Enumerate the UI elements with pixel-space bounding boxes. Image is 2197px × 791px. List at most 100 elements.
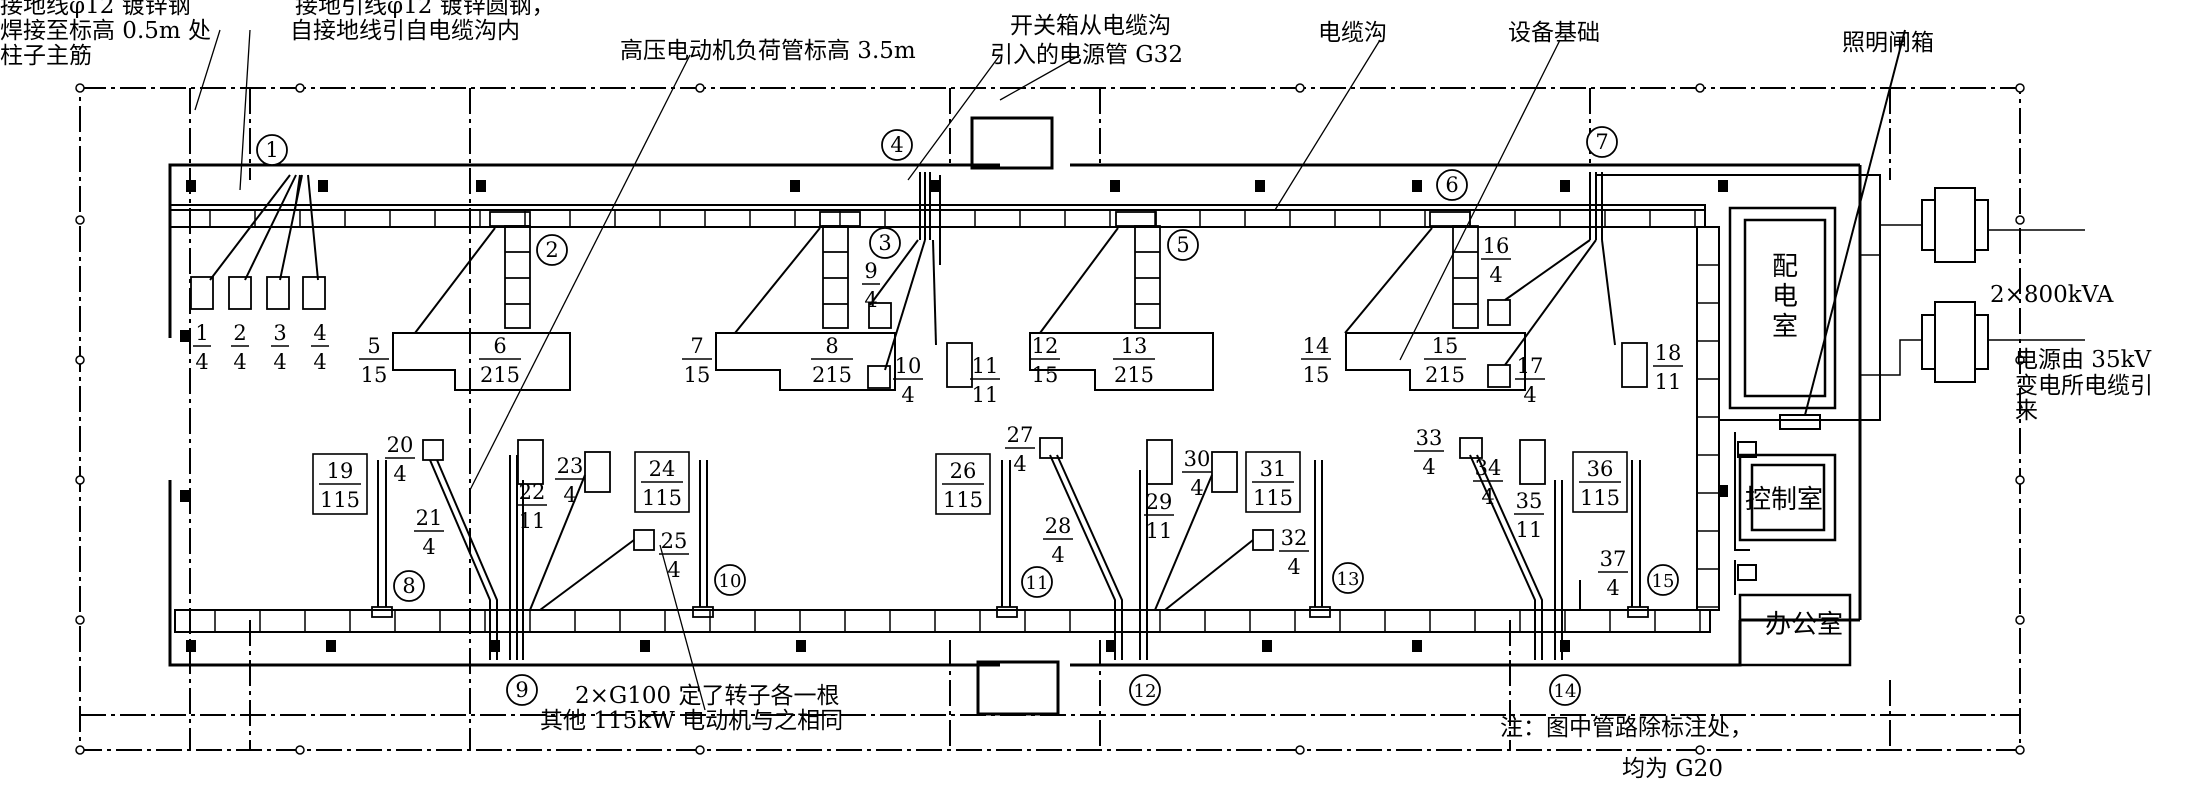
office xyxy=(1738,593,1852,667)
marker-15: 15 xyxy=(1647,564,1679,596)
cable-trench-top xyxy=(169,204,1706,228)
label-denominator: 4 xyxy=(195,350,208,374)
power-source-label-3: 来 xyxy=(2015,398,2038,424)
motor-label-33: 334 xyxy=(1414,426,1444,479)
power-source-label-2: 变电所电缆引 xyxy=(2015,373,2153,399)
marker-1: 1 xyxy=(256,134,288,166)
motor-label-10: 104 xyxy=(893,354,923,407)
marker-label: 1 xyxy=(265,138,278,162)
marker-3: 3 xyxy=(869,227,901,259)
marker-label: 2 xyxy=(545,238,558,262)
marker-label: 14 xyxy=(1554,681,1577,702)
label-denominator: 4 xyxy=(313,350,326,374)
distribution-room-label-2: 电 xyxy=(1772,282,1798,312)
motor-label-32: 324 xyxy=(1279,526,1309,579)
label-denominator: 15 xyxy=(1303,363,1330,387)
marker-8: 8 xyxy=(393,570,425,602)
marker-14: 14 xyxy=(1549,674,1581,706)
label-numerator: 15 xyxy=(1432,334,1459,358)
columns xyxy=(180,180,1728,652)
distribution-room-label-3: 室 xyxy=(1772,312,1798,342)
label-numerator: 8 xyxy=(825,334,838,358)
label-denominator: 215 xyxy=(812,363,852,387)
leader-lines xyxy=(194,29,1561,711)
cable-risers xyxy=(371,211,1649,618)
label-denominator: 4 xyxy=(1287,555,1300,579)
marker-4: 4 xyxy=(881,129,913,161)
marker-label: 11 xyxy=(1026,573,1049,594)
ground-rod-label-2: 焊接至标高 0.5m 处 xyxy=(0,18,211,44)
label-denominator: 4 xyxy=(1422,455,1435,479)
note-label-2: 均为 G20 xyxy=(1622,756,1723,782)
label-numerator: 7 xyxy=(690,334,703,358)
label-numerator: 18 xyxy=(1655,341,1682,365)
cable-trench-label: 电缆沟 xyxy=(1318,20,1387,46)
marker-label: 6 xyxy=(1445,173,1458,197)
label-denominator: 4 xyxy=(393,462,406,486)
label-numerator: 3 xyxy=(273,321,286,345)
label-denominator: 4 xyxy=(233,350,246,374)
label-numerator: 27 xyxy=(1007,423,1034,447)
cable-trench-bottom-cells xyxy=(214,610,1701,632)
label-numerator: 29 xyxy=(1146,490,1173,514)
ground-rod-label-1: 接地线φ12 镀锌钢 xyxy=(0,0,191,19)
label-numerator: 10 xyxy=(895,354,922,378)
motor-labels: 1424344451562157158215941041111121513215… xyxy=(193,234,1683,600)
label-denominator: 15 xyxy=(1032,363,1059,387)
label-denominator: 11 xyxy=(1655,370,1682,394)
switchbox-label-1: 开关箱从电缆沟 xyxy=(1010,13,1171,39)
label-denominator: 215 xyxy=(480,363,520,387)
label-denominator: 215 xyxy=(1114,363,1154,387)
label-numerator: 2 xyxy=(233,321,246,345)
transformer-label: 2×800kVA xyxy=(1990,282,2114,308)
label-numerator: 25 xyxy=(661,529,688,553)
motor-label-1: 14 xyxy=(193,321,211,374)
label-denominator: 115 xyxy=(642,486,682,510)
label-numerator: 13 xyxy=(1121,334,1148,358)
ground-rod-label-3: 柱子主筋 xyxy=(0,43,92,69)
marker-13: 13 xyxy=(1332,562,1364,594)
marker-2: 2 xyxy=(536,234,568,266)
distribution-room xyxy=(1728,206,1837,410)
ground-nodes xyxy=(75,83,2025,755)
ground-lead-label-2: 自接地线引自电缆沟内 xyxy=(290,18,520,44)
label-denominator: 11 xyxy=(1516,518,1543,542)
marker-label: 15 xyxy=(1652,571,1675,592)
building-walls xyxy=(168,116,1862,716)
motor-label-37: 374 xyxy=(1598,547,1628,600)
label-numerator: 16 xyxy=(1483,234,1510,258)
label-denominator: 215 xyxy=(1425,363,1465,387)
label-numerator: 20 xyxy=(387,433,414,457)
hv-motor-pipe-label: 高压电动机负荷管标高 3.5m xyxy=(620,38,916,64)
marker-label: 4 xyxy=(890,133,903,157)
ground-lead-label-1: 接地引线φ12 镀锌圆钢， xyxy=(295,0,555,19)
label-denominator: 115 xyxy=(943,488,983,512)
label-numerator: 19 xyxy=(327,459,354,483)
distribution-room-label-1: 配 xyxy=(1772,252,1798,282)
motor-label-4: 44 xyxy=(311,321,329,374)
label-numerator: 22 xyxy=(519,480,546,504)
label-numerator: 30 xyxy=(1184,447,1211,471)
marker-label: 10 xyxy=(719,571,742,592)
label-denominator: 11 xyxy=(1146,519,1173,543)
transformer-1 xyxy=(1921,187,1989,263)
marker-label: 12 xyxy=(1134,681,1157,702)
motor-label-21: 214 xyxy=(414,506,444,559)
marker-label: 5 xyxy=(1176,233,1189,257)
marker-11: 11 xyxy=(1021,566,1053,598)
motor-label-17: 174 xyxy=(1515,354,1545,407)
label-numerator: 9 xyxy=(864,259,877,283)
label-numerator: 21 xyxy=(416,506,443,530)
cable-trench-bottom xyxy=(174,609,1711,633)
label-numerator: 33 xyxy=(1416,426,1443,450)
